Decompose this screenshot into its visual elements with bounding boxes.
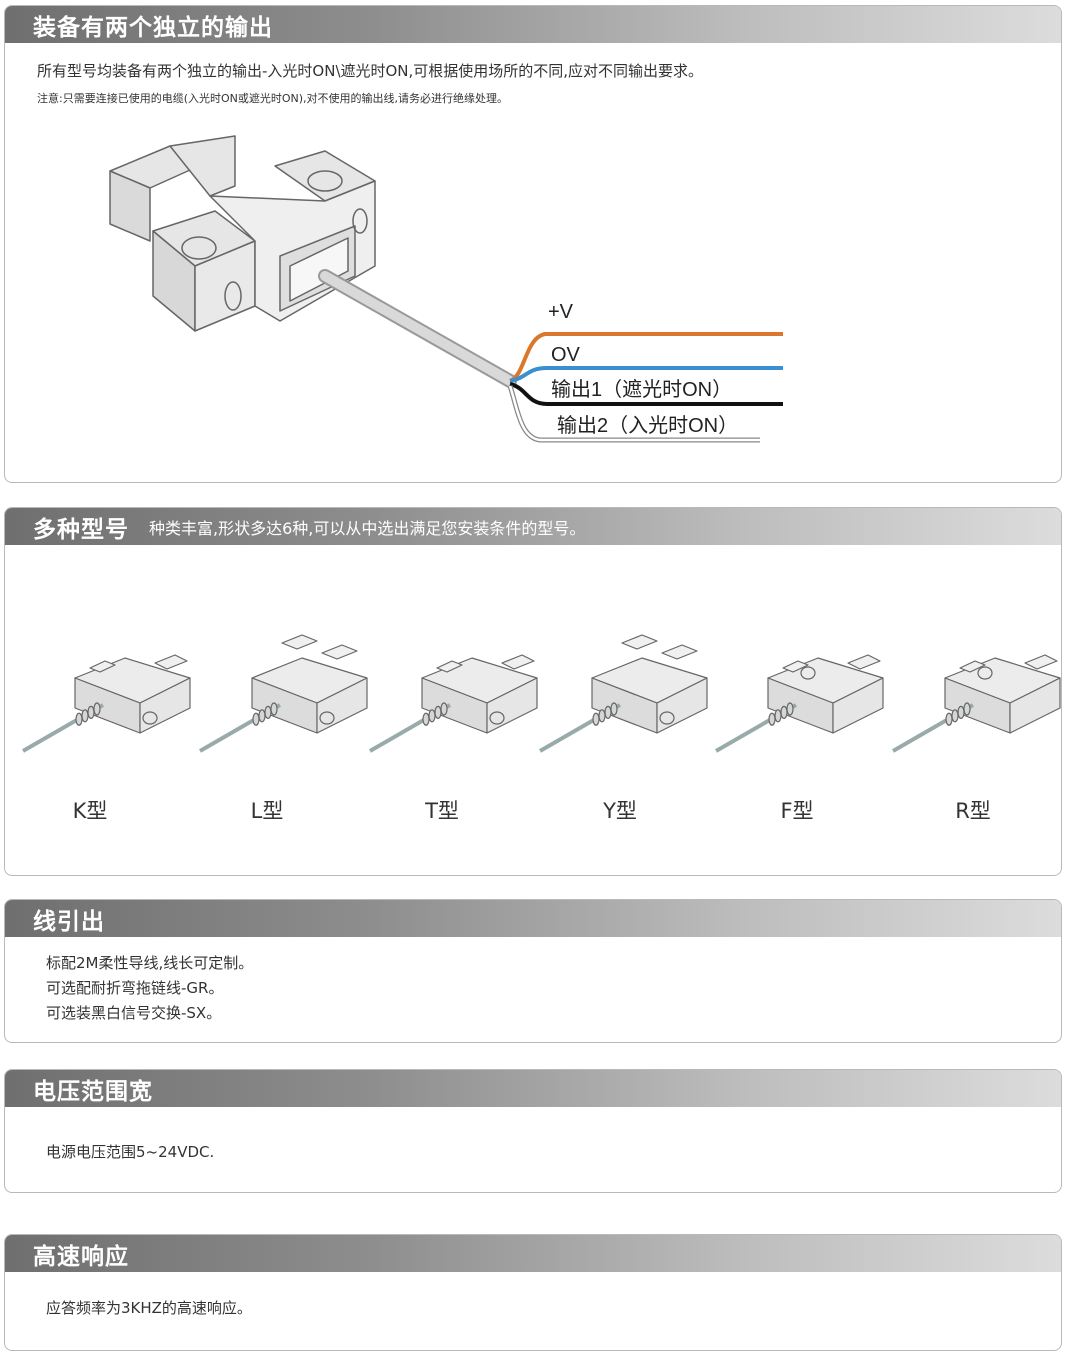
speed-header: 高速响应 — [5, 1235, 1061, 1272]
voltage-header: 电压范围宽 — [5, 1070, 1061, 1107]
models-section: 多种型号 种类丰富,形状多达6种,可以从中选出满足您安装条件的型号。 K型 L型… — [4, 507, 1062, 876]
outputs-title: 装备有两个独立的输出 — [33, 14, 273, 41]
model-label-y: Y型 — [603, 799, 637, 823]
wiring-line-1: 标配2M柔性导线,线长可定制。 — [46, 954, 254, 972]
speed-text: 应答频率为3KHZ的高速响应。 — [46, 1299, 252, 1317]
models-header: 多种型号 种类丰富,形状多达6种,可以从中选出满足您安装条件的型号。 — [5, 508, 1061, 545]
wire-label-plus-v: +V — [548, 301, 574, 323]
model-label-k: K型 — [72, 799, 108, 823]
wire-label-output2: 输出2（入光时ON） — [557, 414, 738, 437]
sensor-model-t — [369, 654, 538, 753]
outputs-note: 注意:只需要连接已使用的电缆(入光时ON或遮光时ON),对不使用的输出线,请务必… — [37, 92, 509, 105]
outputs-section: 装备有两个独立的输出 所有型号均装备有两个独立的输出-入光时ON\遮光时ON,可… — [4, 5, 1062, 483]
sensor-wiring-illustration: +V OV 输出1（遮光时ON） 输出2（入光时ON） — [109, 135, 783, 443]
model-label-f: F型 — [780, 799, 814, 823]
sensor-model-y — [539, 634, 708, 753]
speed-title: 高速响应 — [33, 1243, 129, 1270]
voltage-title: 电压范围宽 — [33, 1078, 153, 1105]
wiring-header: 线引出 — [5, 900, 1061, 937]
sensor-model-l — [199, 634, 368, 753]
wiring-line-2: 可选配耐折弯拖链线-GR。 — [46, 979, 224, 997]
sensor-model-k — [22, 654, 191, 753]
model-label-r: R型 — [955, 799, 991, 823]
wiring-title: 线引出 — [33, 908, 105, 935]
model-label-l: L型 — [250, 799, 284, 823]
wiring-section: 线引出 标配2M柔性导线,线长可定制。 可选配耐折弯拖链线-GR。 可选装黑白信… — [4, 899, 1062, 1043]
voltage-text: 电源电压范围5~24VDC. — [46, 1143, 215, 1161]
wiring-line-3: 可选装黑白信号交换-SX。 — [46, 1004, 222, 1022]
sensor-model-f — [715, 654, 884, 753]
voltage-section: 电压范围宽 电源电压范围5~24VDC. — [4, 1069, 1062, 1193]
models-illustration — [22, 634, 1061, 753]
sensor-model-r — [892, 654, 1061, 753]
outputs-header: 装备有两个独立的输出 — [5, 6, 1061, 43]
models-title: 多种型号 — [33, 516, 129, 543]
outputs-description: 所有型号均装备有两个独立的输出-入光时ON\遮光时ON,可根据使用场所的不同,应… — [37, 62, 704, 80]
speed-section: 高速响应 应答频率为3KHZ的高速响应。 — [4, 1234, 1062, 1351]
wire-label-output1: 输出1（遮光时ON） — [551, 378, 732, 401]
model-label-t: T型 — [425, 799, 459, 823]
models-subtitle: 种类丰富,形状多达6种,可以从中选出满足您安装条件的型号。 — [149, 518, 586, 538]
wire-label-0v: OV — [551, 344, 581, 366]
